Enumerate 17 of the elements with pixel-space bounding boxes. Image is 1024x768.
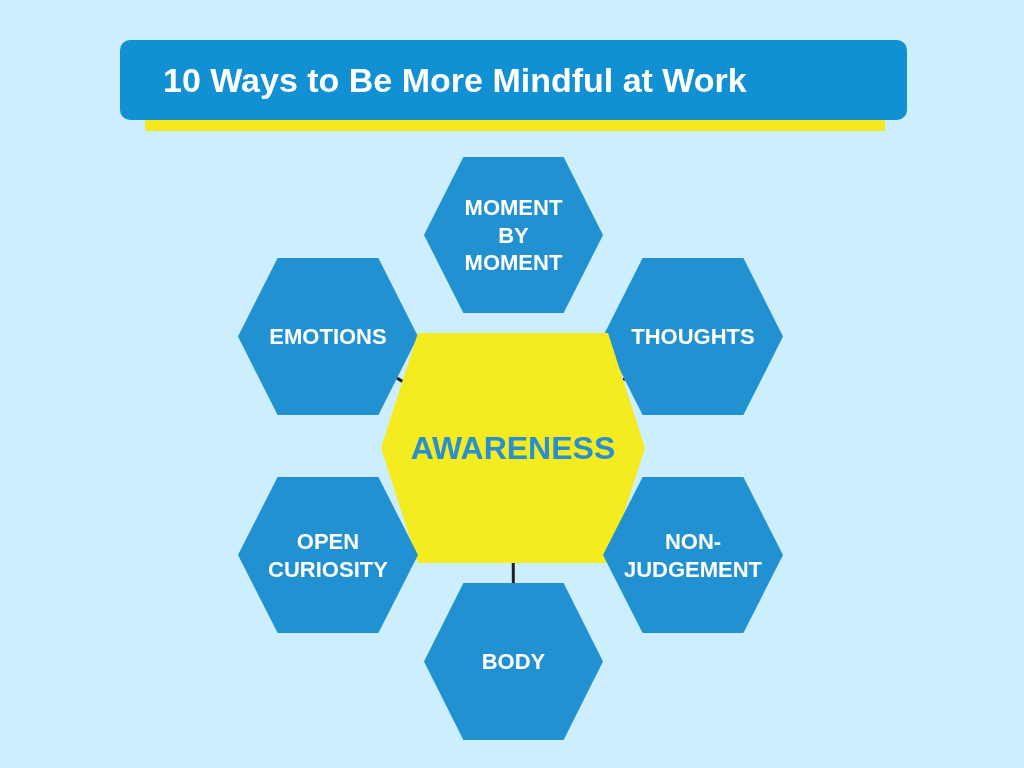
hexagon-node bbox=[238, 258, 418, 415]
connector-line bbox=[396, 376, 404, 383]
hexagon-node bbox=[603, 258, 783, 415]
node-label: NON- JUDGEMENT bbox=[622, 527, 764, 583]
node-label: BODY bbox=[480, 647, 547, 676]
title: 10 Ways to Be More Mindful at Work bbox=[163, 60, 747, 100]
hexagon-node bbox=[238, 477, 418, 633]
hexagon-node bbox=[603, 477, 783, 633]
connector-line bbox=[511, 563, 515, 583]
node-label: MOMENT BY MOMENT bbox=[463, 193, 564, 277]
node-label: EMOTIONS bbox=[268, 322, 388, 351]
hexagon-node bbox=[424, 583, 603, 740]
hexagon-node bbox=[424, 157, 603, 313]
node-label: THOUGHTS bbox=[630, 322, 756, 351]
connector-line bbox=[622, 377, 626, 382]
node-label: AWARENESS bbox=[409, 429, 617, 468]
node-label: OPEN CURIOSITY bbox=[267, 527, 389, 583]
